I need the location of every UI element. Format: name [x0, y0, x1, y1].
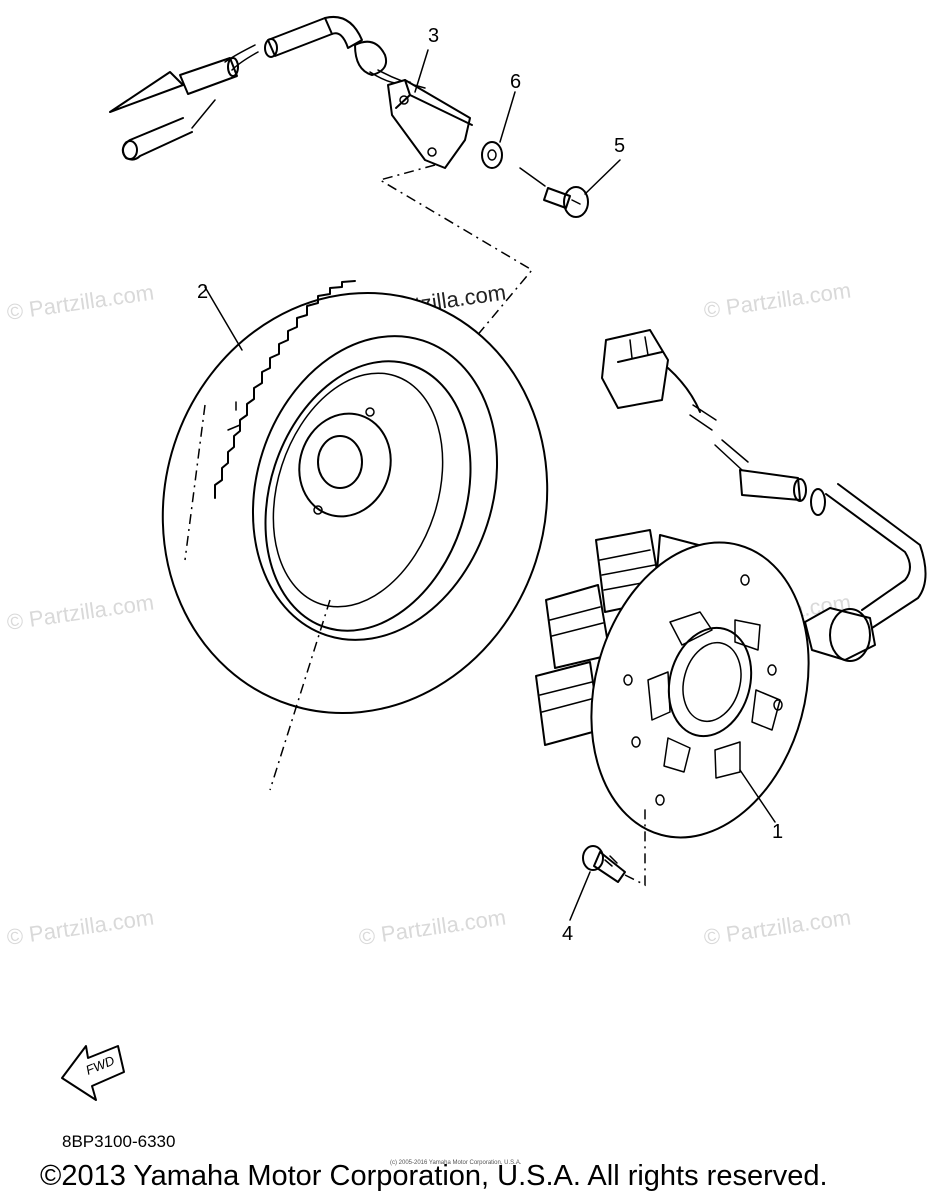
callout-2: 2: [197, 281, 208, 303]
forward-direction-arrow: FWD: [61, 1045, 125, 1101]
callout-1: 1: [772, 821, 783, 843]
callout-5: 5: [614, 135, 625, 157]
pickup-coil-part-3: 3: [109, 16, 473, 169]
watermark: © Partzilla.com: [5, 905, 155, 950]
watermark: © Partzilla.com: [5, 280, 155, 325]
small-copyright: (c) 2005-2016 Yamaha Motor Corporation, …: [390, 1160, 522, 1166]
callout-6: 6: [510, 71, 521, 93]
washer-part-6: 6: [481, 71, 521, 169]
rotor-flywheel-part-2: 2: [161, 280, 549, 791]
callout-3: 3: [428, 25, 439, 47]
watermark: © Partzilla.com: [702, 905, 852, 950]
watermark: © Partzilla.com: [702, 278, 852, 323]
callout-4: 4: [562, 923, 573, 945]
watermark: © Partzilla.com: [5, 590, 155, 635]
screw-part-4: 4: [562, 808, 646, 945]
stator-part-1: 1: [535, 329, 927, 843]
copyright-notice: ©2013 Yamaha Motor Corporation, U.S.A. A…: [40, 1160, 828, 1192]
watermark: © Partzilla.com: [357, 905, 507, 950]
part-code: 8BP3100-6330: [62, 1132, 176, 1151]
screw-part-5: 5: [519, 135, 625, 218]
